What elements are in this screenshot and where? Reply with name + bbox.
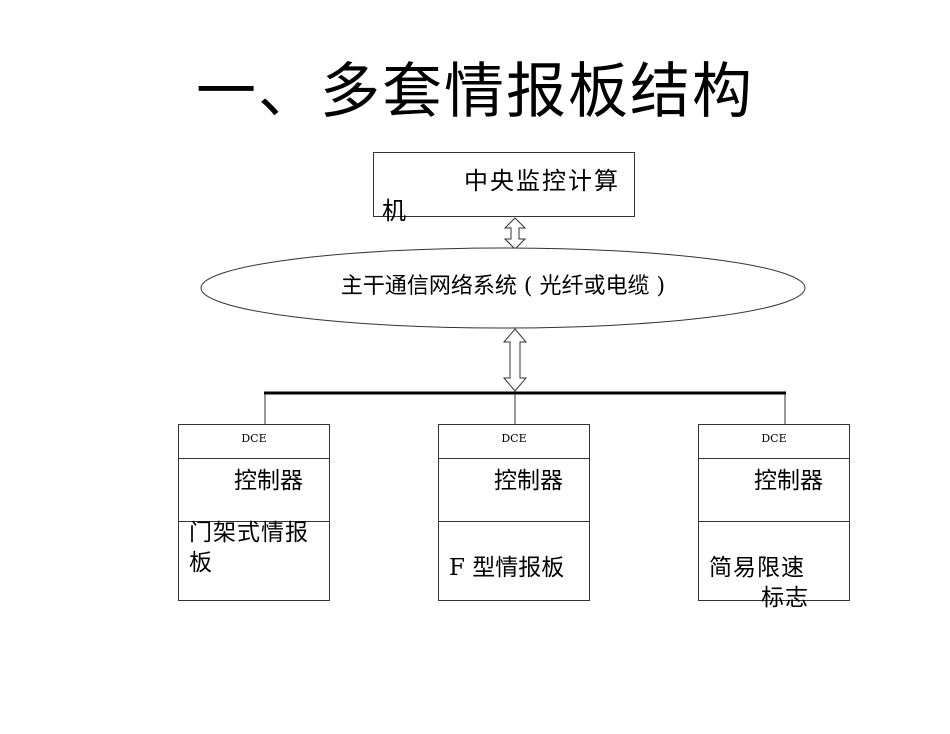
device-gantry-board: DCE 控制器 门架式情报板 [178, 424, 330, 601]
controller-label: 控制器 [699, 459, 849, 522]
board-label-line2: 标志 [761, 585, 809, 611]
dce-label: DCE [179, 425, 329, 459]
central-computer-box: 中央监控计算 机 [373, 152, 635, 225]
central-computer-label-cont: 机 [382, 197, 406, 225]
central-computer-label: 中央监控计算 [464, 167, 620, 195]
board-cell: 简易限速 标志 [699, 522, 849, 611]
board-label-line1: 简易限速 [709, 555, 805, 581]
double-arrow-icon [503, 217, 527, 250]
page-title: 一、多套情报板结构 [196, 57, 754, 127]
device-f-type-board: DCE 控制器 F 型情报板 [438, 424, 590, 601]
double-arrow-icon [502, 328, 528, 392]
dce-label: DCE [439, 425, 589, 459]
board-cell: F 型情报板 [439, 522, 589, 600]
device-speed-limit-sign: DCE 控制器 简易限速 标志 [698, 424, 850, 611]
backbone-network-ellipse [200, 247, 806, 329]
board-label: 门架式情报板 [189, 520, 309, 576]
backbone-network-label: 主干通信网络系统 ( 光纤或电缆 ) [340, 274, 666, 299]
controller-label: 控制器 [179, 459, 329, 522]
board-label: F 型情报板 [449, 555, 565, 581]
controller-label: 控制器 [439, 459, 589, 522]
board-cell: 门架式情报板 [179, 520, 329, 600]
dce-label: DCE [699, 425, 849, 459]
